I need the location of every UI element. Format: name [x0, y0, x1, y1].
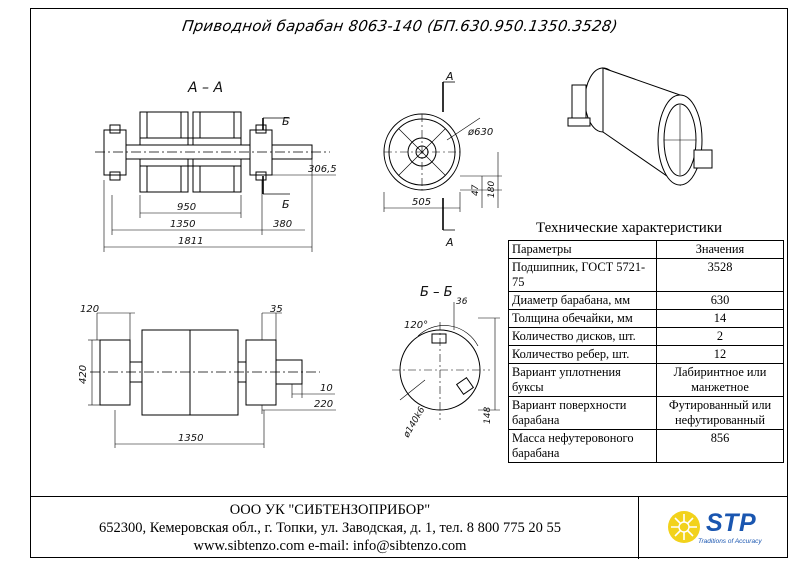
table-row: Количество ребер, шт. 12	[508, 345, 784, 364]
company-contacts: www.sibtenzo.com e-mail: info@sibtenzo.c…	[193, 538, 467, 554]
footer: ООО УК "СИБТЕНЗОПРИБОР" 652300, Кемеровс…	[30, 496, 788, 559]
footer-divider	[638, 497, 640, 559]
spec-param: Масса нефутеровоного барабана	[508, 429, 657, 463]
section-aa-view	[95, 111, 336, 252]
section-bb-view	[392, 302, 500, 420]
end-view	[383, 81, 502, 231]
dim-148: 148	[483, 407, 493, 424]
spec-param: Диаметр барабана, мм	[508, 291, 657, 310]
table-row: Масса нефутеровоного барабана 856	[508, 429, 784, 463]
company-address: 652300, Кемеровская обл., г. Топки, ул. …	[99, 520, 561, 536]
dim-120-deg: 120°	[404, 320, 428, 331]
dim-1811: 1811	[178, 236, 203, 247]
section-bb-label: Б – Б	[420, 285, 453, 300]
spec-param: Толщина обечайки, мм	[508, 309, 657, 328]
spec-param: Вариант уплотнения буксы	[508, 363, 657, 397]
specs-header-row: Параметры Значения	[508, 240, 784, 259]
drawing-frame	[30, 8, 788, 558]
dim-36: 36	[456, 297, 468, 307]
company-name: ООО УК "СИБТЕНЗОПРИБОР"	[229, 502, 431, 518]
isometric-view	[567, 67, 713, 186]
section-aa-label: А – А	[187, 80, 223, 96]
stp-logo: STP Traditions of Accuracy	[664, 505, 784, 551]
dim-120: 120	[80, 304, 99, 315]
cut-b-label-bottom: Б	[282, 198, 290, 211]
dim-220: 220	[314, 399, 333, 410]
dim-47: 47	[471, 184, 481, 196]
cut-a-label-top: А	[445, 70, 454, 83]
spec-param: Вариант поверхности барабана	[508, 396, 657, 430]
spec-param: Подшипник, ГОСТ 5721-75	[508, 258, 657, 292]
spec-value: 2	[656, 327, 784, 346]
dim-950: 950	[177, 202, 196, 213]
dim-380: 380	[273, 219, 292, 230]
table-row: Толщина обечайки, мм 14	[508, 309, 784, 328]
dim-d630: ø630	[467, 127, 493, 138]
table-row: Количество дисков, шт. 2	[508, 327, 784, 346]
spec-value: Футированный или нефутированный	[656, 396, 784, 430]
logo-name: STP	[706, 509, 757, 537]
table-row: Подшипник, ГОСТ 5721-75 3528	[508, 258, 784, 292]
cut-a-label-bottom: А	[445, 236, 454, 249]
dim-1350-top: 1350	[170, 219, 195, 230]
dim-10: 10	[320, 383, 333, 394]
table-row: Вариант уплотнения буксы Лабиринтное или…	[508, 363, 784, 397]
logo-tagline: Traditions of Accuracy	[698, 538, 762, 545]
dim-306-5: 306,5	[308, 164, 337, 175]
spec-param: Количество ребер, шт.	[508, 345, 657, 364]
dim-180: 180	[487, 181, 497, 198]
table-row: Диаметр барабана, мм 630	[508, 291, 784, 310]
logo-emblem-icon	[668, 511, 700, 543]
dim-505: 505	[412, 197, 431, 208]
spec-value: Лабиринтное или манжетное	[656, 363, 784, 397]
specs-title: Технические характеристики	[536, 220, 723, 236]
specs-header-value: Значения	[656, 240, 784, 259]
dim-1350-bottom: 1350	[178, 433, 203, 444]
specs-header-param: Параметры	[508, 240, 657, 259]
spec-value: 12	[656, 345, 784, 364]
dim-shaft: ø140k6	[401, 405, 427, 440]
table-row: Вариант поверхности барабана Футированны…	[508, 396, 784, 430]
cut-b-label-top: Б	[282, 115, 290, 128]
spec-value: 856	[656, 429, 784, 463]
specs-table: Параметры Значения Подшипник, ГОСТ 5721-…	[508, 240, 784, 463]
spec-value: 14	[656, 309, 784, 328]
spec-value: 3528	[656, 258, 784, 292]
dim-420: 420	[78, 365, 89, 384]
dim-35: 35	[270, 304, 283, 315]
spec-value: 630	[656, 291, 784, 310]
bottom-view	[88, 312, 336, 448]
spec-param: Количество дисков, шт.	[508, 327, 657, 346]
